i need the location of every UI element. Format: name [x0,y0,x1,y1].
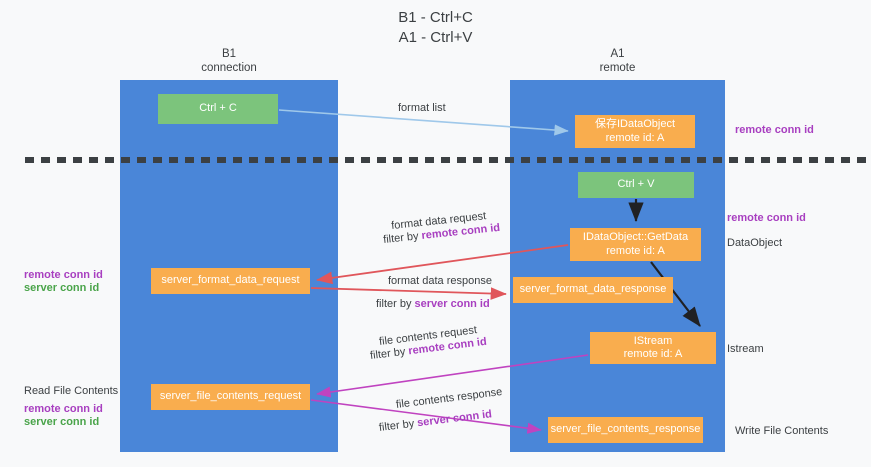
filter-prefix: filter by [376,298,415,310]
title-line-1: B1 - Ctrl+C [398,9,473,26]
annotation-istream: Istream [727,343,764,355]
lane-header-a1-subtitle: remote [599,62,636,74]
box-server-format-data-response-label: server_format_data_response [519,283,667,296]
phase-divider-dashed-line [25,157,871,163]
annotation-left-server-conn-id-2: server conn id [24,416,100,428]
box-ctrl-v-label: Ctrl + V [617,178,655,191]
edge-label-format-data-response-filter: filter by server conn id [376,297,490,311]
annotation-write-file-contents: Write File Contents [735,425,829,437]
box-idataobject-getdata-label: IDataObject::GetData [582,231,689,243]
box-server-format-data-request[interactable]: server_format_data_request [151,268,310,294]
box-server-format-data-response[interactable]: server_format_data_response [513,277,673,303]
diagram-title: B1 - Ctrl+C A1 - Ctrl+V [0,8,871,48]
box-server-file-contents-response-label: server_file_contents_response [550,423,701,436]
annotation-left-remote-conn-id-2: remote conn id [24,403,103,415]
box-save-idataobject-label: 保存IDataObject [594,118,676,130]
filter-prefix: filter by [369,345,410,363]
annotation-dataobject: DataObject [727,237,783,249]
annotation-remote-conn-id-top: remote conn id [735,124,814,136]
box-server-file-contents-response[interactable]: server_file_contents_response [548,417,703,443]
box-idataobject-getdata-sublabel: remote id: A [606,244,665,257]
title-line-2: A1 - Ctrl+V [398,29,473,46]
edge-label-file-contents-response-filter: filter by server conn id [378,407,493,435]
box-server-file-contents-request-label: server_file_contents_request [159,390,302,403]
arrow-format-data-response [310,287,507,300]
annotation-read-file-contents: Read File Contents [24,385,119,397]
box-save-idataobject-sublabel: remote id: A [605,131,665,144]
lane-header-b1: B1 connection [120,47,338,75]
box-ctrl-c[interactable]: Ctrl + C [158,94,278,124]
filter-key-server-conn-id: server conn id [414,298,490,310]
box-idataobject-getdata[interactable]: IDataObject::GetData remote id: A [570,228,701,261]
box-istream[interactable]: IStream remote id: A [590,332,716,364]
edge-label-format-list: format list [398,102,446,114]
lane-header-b1-name: B1 [221,48,237,60]
filter-prefix: filter by [378,417,418,434]
filter-key-server-conn-id: server conn id [416,408,493,430]
annotation-remote-conn-id-mid: remote conn id [727,212,806,224]
lane-header-b1-subtitle: connection [201,62,257,74]
box-server-format-data-request-label: server_format_data_request [161,274,300,287]
box-istream-label: IStream [633,334,673,347]
edge-label-format-data-response: format data response [388,275,492,287]
box-istream-sublabel: remote id: A [623,348,683,360]
annotation-left-server-conn-id: server conn id [24,282,100,294]
box-server-file-contents-request[interactable]: server_file_contents_request [151,384,310,410]
box-ctrl-v[interactable]: Ctrl + V [578,172,694,198]
annotation-left-remote-conn-id: remote conn id [24,269,103,281]
filter-prefix: filter by [382,230,423,247]
box-save-idataobject[interactable]: 保存IDataObject remote id: A [575,115,695,148]
box-ctrl-c-label: Ctrl + C [199,102,237,115]
lane-header-a1: A1 remote [510,47,725,75]
lane-header-a1-name: A1 [610,48,625,60]
